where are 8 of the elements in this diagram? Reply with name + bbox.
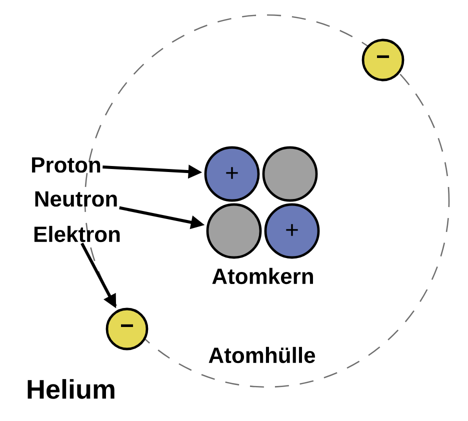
neutron-circle [206, 203, 262, 259]
label-text: Elektron [34, 226, 120, 242]
label-text: Atomhülle [208, 346, 316, 364]
label-text: Helium [28, 379, 114, 399]
label-text: Proton [32, 157, 100, 173]
label-text: Neutron [35, 191, 117, 207]
label-text: Atomkern [212, 268, 313, 284]
neutron-circle [262, 146, 318, 202]
